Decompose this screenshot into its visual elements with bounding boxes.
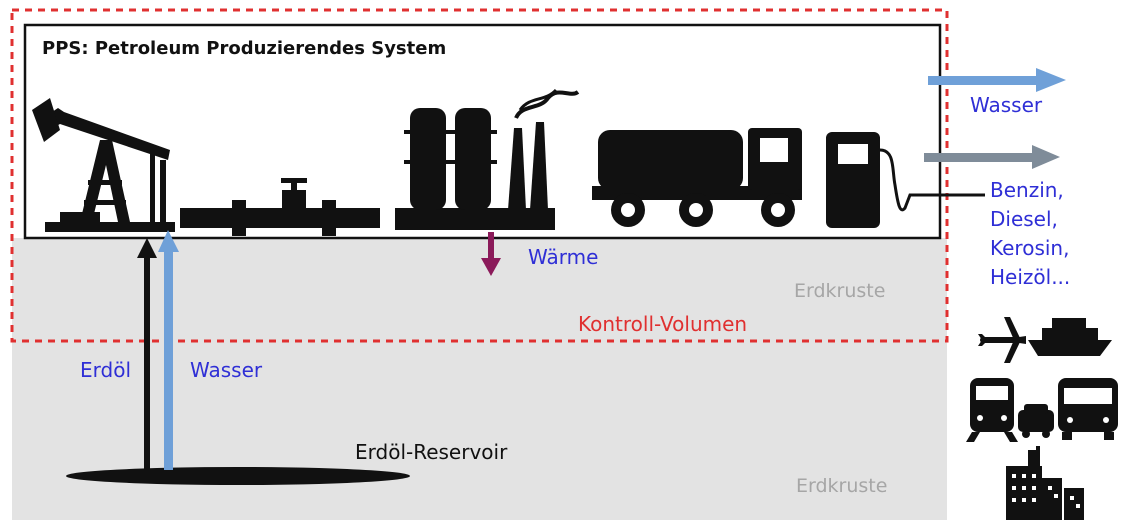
factory-icon — [1006, 446, 1084, 520]
product-output-arrow — [924, 145, 1060, 169]
crust-label-lower: Erdkruste — [796, 475, 888, 497]
products-label-line: Diesel, — [990, 207, 1058, 231]
products-label-line: Kerosin, — [990, 236, 1070, 260]
fuel-pump-icon — [826, 132, 985, 228]
oil-input-label: Erdöl — [80, 358, 131, 382]
products-label: Benzin, Diesel, Kerosin, Heizöl... — [990, 176, 1070, 292]
water-input-arrow — [158, 230, 179, 470]
pumpjack-icon — [32, 98, 175, 232]
products-label-line: Benzin, — [990, 178, 1064, 202]
tanker-truck-icon — [592, 128, 802, 227]
products-label-line: Heizöl... — [990, 265, 1071, 289]
oil-input-arrow — [137, 238, 157, 472]
pipeline-valve-icon — [180, 178, 380, 236]
water-output-label: Wasser — [970, 93, 1043, 117]
control-volume-label: Kontroll-Volumen — [578, 312, 748, 336]
oil-reservoir-shape — [66, 467, 410, 485]
heat-label: Wärme — [528, 245, 599, 269]
train-icon — [966, 378, 1018, 442]
refinery-icon — [395, 88, 580, 230]
water-output-arrow — [928, 68, 1066, 92]
reservoir-label: Erdöl-Reservoir — [355, 440, 508, 464]
car-icon — [1018, 404, 1054, 438]
control-volume-boundary — [10, 8, 949, 343]
crust-label-upper: Erdkruste — [794, 280, 886, 302]
water-input-label: Wasser — [190, 358, 263, 382]
bus-icon — [1058, 378, 1118, 440]
system-title: PPS: Petroleum Produzierendes System — [42, 38, 447, 59]
ship-icon — [1028, 318, 1112, 356]
heat-arrow — [481, 232, 501, 276]
airplane-icon — [978, 317, 1026, 363]
